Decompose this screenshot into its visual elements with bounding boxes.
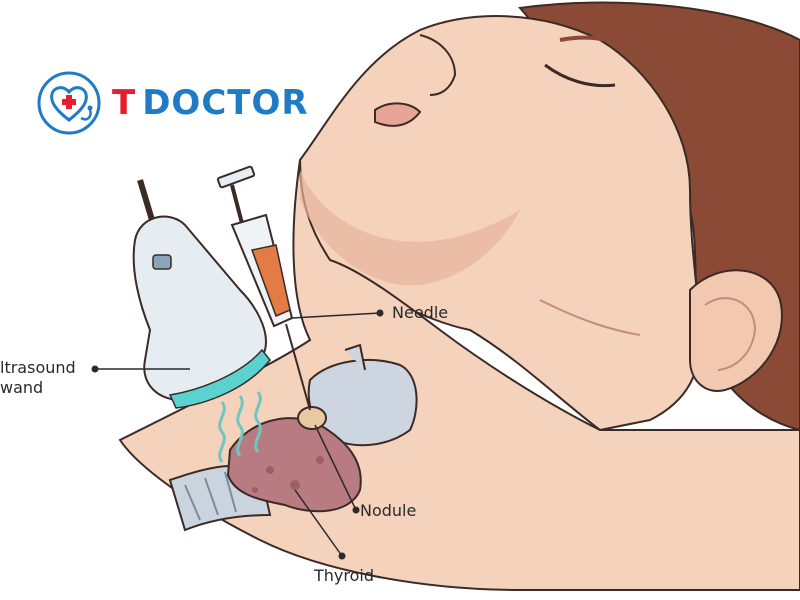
syringe: [216, 165, 311, 411]
ultrasound-waves: [218, 401, 226, 463]
thyroid-gland: [226, 417, 362, 513]
neck-crease: [539, 299, 641, 336]
lips: [374, 102, 422, 127]
larynx-top: [344, 343, 366, 371]
eye: [544, 63, 616, 88]
syringe-fluid: [250, 244, 291, 318]
thyroid-texture: [266, 466, 274, 474]
nose: [419, 34, 457, 96]
nodule: [297, 406, 327, 430]
heart-stethoscope-icon: [37, 71, 101, 135]
brand-initial: T: [112, 83, 137, 123]
needle-label: Needle: [392, 303, 449, 322]
nodule-label: Nodule: [360, 501, 417, 520]
eyebrow: [559, 35, 631, 50]
ultrasound-wand-label: ltrasound wand: [0, 358, 76, 398]
needle-leader: [291, 312, 381, 319]
trachea-rings: [184, 471, 237, 521]
thyroid-leader: [294, 489, 343, 557]
nodule-leader: [314, 424, 357, 511]
wand-button: [152, 254, 172, 270]
wand-head-glow: [168, 348, 271, 409]
brand-word: DOCTOR: [142, 83, 309, 123]
ultrasound-wand-label-text: ltrasound wand: [0, 358, 76, 397]
thyroid-label: Thyroid: [314, 566, 374, 585]
chin-shadow: [300, 170, 520, 286]
ear-inner: [704, 297, 757, 371]
needle-shaft: [285, 323, 311, 411]
